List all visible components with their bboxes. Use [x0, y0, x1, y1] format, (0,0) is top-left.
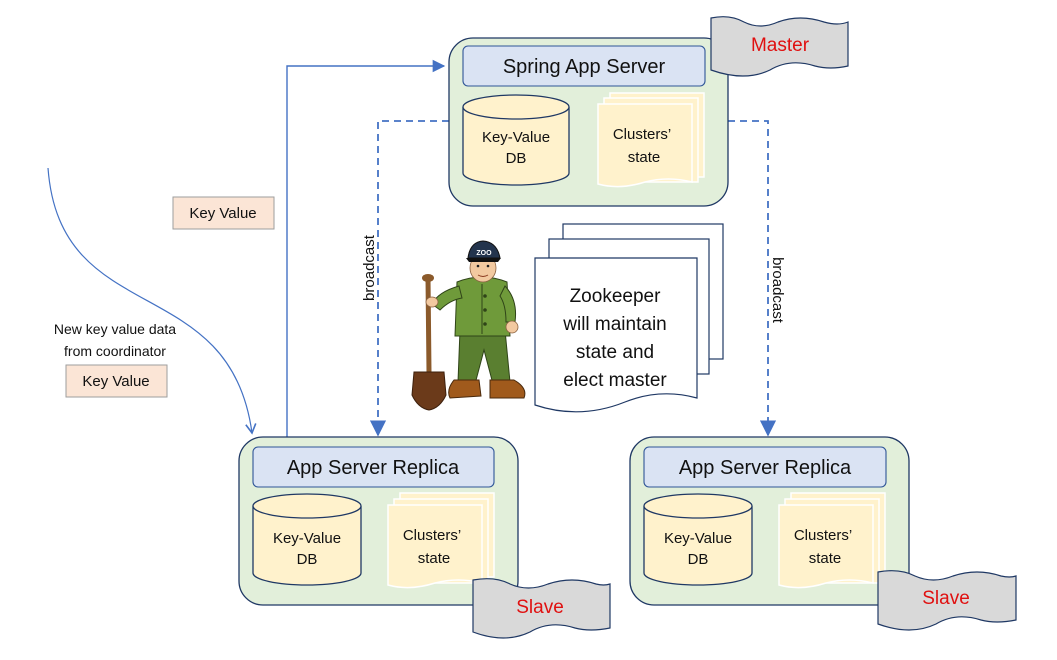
- incoming-data-label-1: New key value data: [54, 321, 176, 337]
- master-tag: Master: [710, 16, 849, 77]
- zookeeper-note-line-3: state and: [576, 342, 654, 363]
- replica-right-db-cylinder: Key-Value DB: [643, 493, 753, 586]
- replica-right-db-label-2: DB: [688, 551, 709, 568]
- master-db-label-1: Key-Value: [482, 129, 550, 146]
- zookeeper-note-line-1: Zookeeper: [570, 286, 662, 307]
- replica-left-tag: Slave: [472, 578, 611, 639]
- replica-right-header: App Server Replica: [679, 457, 852, 479]
- replica-left-tag-label: Slave: [516, 597, 564, 618]
- zoo-cap-icon: ZOO: [466, 240, 501, 262]
- replica-left-db-label-2: DB: [297, 551, 318, 568]
- master-db-cylinder: Key-Value DB: [462, 94, 570, 186]
- zookeeper-note-line-2: will maintain: [562, 314, 666, 335]
- replica-to-master-arrow: [286, 59, 446, 437]
- coordinator-incoming-arrow: [47, 167, 257, 435]
- replica-right-node: App Server Replica Key-Value DB Clusters…: [629, 436, 1017, 631]
- replica-left-node: App Server Replica Key-Value DB Clusters…: [238, 436, 611, 639]
- key-value-chip-bottom: Key Value: [65, 364, 168, 398]
- master-state-label-2: state: [628, 149, 661, 166]
- broadcast-right-arrow: [728, 120, 777, 437]
- replica-right-db-label-1: Key-Value: [664, 530, 732, 547]
- master-tag-label: Master: [751, 35, 810, 56]
- replica-left-state-label-2: state: [418, 550, 451, 567]
- zookeeper-note: Zookeeper will maintain state and elect …: [534, 223, 724, 413]
- replica-left-header-box: [252, 446, 495, 488]
- key-value-chip-bottom-label: Key Value: [82, 373, 149, 390]
- replica-right-tag-label: Slave: [922, 588, 970, 609]
- replica-left-state-label-1: Clusters’: [403, 527, 461, 544]
- zoo-cap-label: ZOO: [476, 250, 492, 257]
- replica-right-header-box: [643, 446, 887, 488]
- master-state-docs: Clusters’ state: [597, 92, 705, 188]
- master-state-label-1: Clusters’: [613, 126, 671, 143]
- key-value-chip-top: Key Value: [172, 196, 275, 230]
- broadcast-right-label: broadcast: [769, 257, 786, 324]
- replica-left-db-cylinder: Key-Value DB: [252, 493, 362, 586]
- replica-right-state-label-1: Clusters’: [794, 527, 852, 544]
- master-header-box: [462, 45, 706, 87]
- master-node: Spring App Server Key-Value DB Clusters’…: [448, 16, 849, 207]
- incoming-data-label-2: from coordinator: [64, 343, 166, 359]
- zookeeper-illustration: ZOO: [411, 240, 526, 411]
- replica-right-tag: Slave: [877, 570, 1017, 631]
- broadcast-left-label: broadcast: [361, 234, 378, 301]
- replica-right-state-label-2: state: [809, 550, 842, 567]
- broadcast-left-arrow: [369, 120, 449, 437]
- master-db-label-2: DB: [506, 150, 527, 167]
- master-header: Spring App Server: [503, 56, 666, 78]
- shovel-icon: [411, 274, 447, 411]
- zookeeper-note-line-4: elect master: [563, 370, 667, 391]
- key-value-chip-top-label: Key Value: [189, 205, 256, 222]
- replica-left-state-docs: Clusters’ state: [387, 492, 495, 589]
- replica-left-header: App Server Replica: [287, 457, 460, 479]
- replica-left-db-label-1: Key-Value: [273, 530, 341, 547]
- replica-right-state-docs: Clusters’ state: [778, 492, 886, 589]
